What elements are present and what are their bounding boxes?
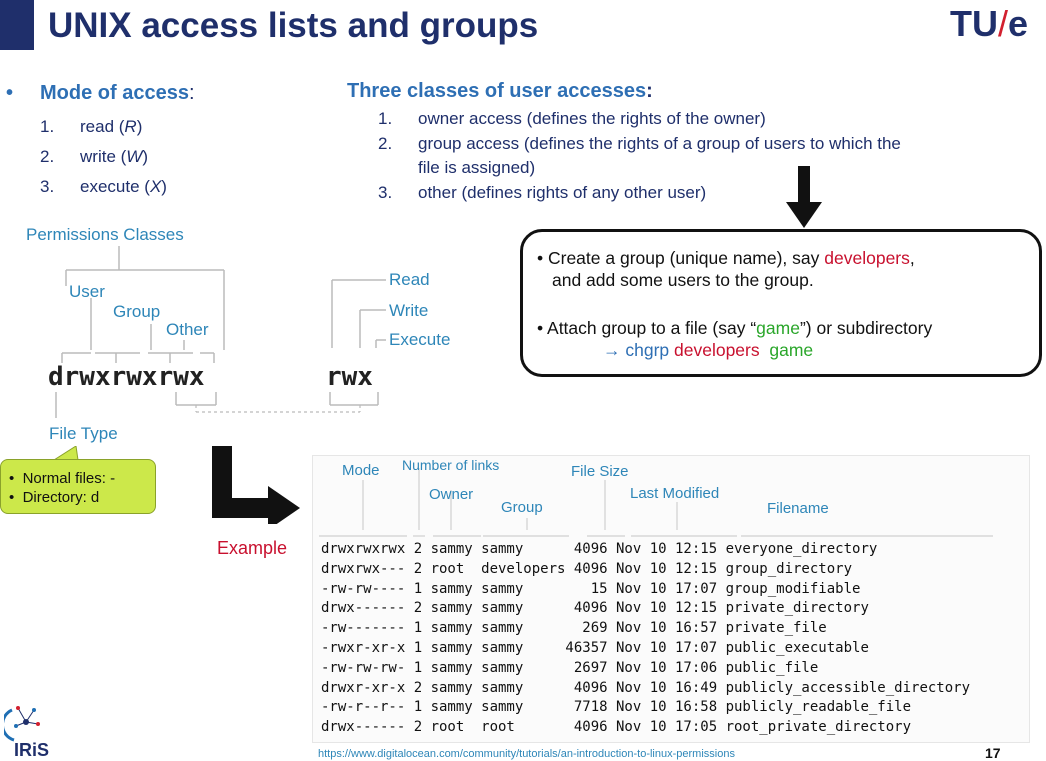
note-item-normal: • Normal files: -: [9, 470, 116, 487]
title-accent-bar: [0, 0, 34, 50]
example-arrow-icon: [212, 446, 300, 524]
down-arrow-icon: [786, 166, 822, 228]
perm-rwx: rwx: [326, 362, 373, 392]
classes-list: 1.owner access (defines the rights of th…: [378, 107, 901, 205]
perm-write-label: Write: [389, 301, 429, 320]
classes-item-other: 3.other (defines rights of any other use…: [378, 182, 707, 202]
col-header-owner: Owner: [429, 486, 474, 503]
mode-bullet: •: [6, 82, 14, 104]
file-type-note: • Normal files: - • Directory: d: [0, 459, 156, 514]
file-type-label: File Type: [49, 424, 118, 443]
permissions-diagram-lines: [55, 246, 386, 418]
iris-logo-icon: [4, 706, 40, 742]
perm-execute-label: Execute: [389, 330, 451, 349]
tue-logo-tu: TU: [950, 3, 998, 44]
classes-item-owner: 1.owner access (defines the rights of th…: [378, 109, 766, 128]
example-header-lines: [319, 468, 993, 537]
mode-heading: • Mode of access:: [6, 82, 195, 105]
classes-heading-text: Three classes of user accesses: [347, 80, 647, 102]
col-header-size: File Size: [571, 463, 629, 480]
tue-logo-e: e: [1008, 3, 1029, 44]
iris-logo-text: IRiS: [14, 740, 50, 760]
mode-item-execute: 3.execute (X): [40, 177, 167, 196]
example-listing-panel: Mode Number of links Owner Group File Si…: [312, 455, 1030, 743]
mode-item-read: 1.read (R): [40, 117, 143, 136]
callout-line-1: • Create a group (unique name), say deve…: [537, 248, 915, 268]
callout-line-3: • Attach group to a file (say “game”) or…: [537, 318, 933, 338]
col-header-modified: Last Modified: [630, 485, 720, 502]
perm-string: drwxrwxrwx: [48, 362, 205, 392]
callout-line-4: → chgrp developers game: [603, 340, 814, 360]
perm-group-label: Group: [113, 302, 161, 321]
classes-heading: Three classes of user accesses:: [347, 80, 653, 103]
permissions-classes-title: Permissions Classes: [26, 225, 184, 244]
mode-heading-text: Mode of access: [40, 82, 189, 104]
perm-read-label: Read: [389, 270, 430, 289]
classes-item-group-cont: file is assigned): [418, 158, 536, 177]
col-header-links: Number of links: [402, 457, 500, 473]
col-header-group: Group: [501, 499, 543, 516]
group-callout-box: • Create a group (unique name), say deve…: [520, 229, 1042, 377]
callout-line-2: and add some users to the group.: [552, 270, 814, 290]
note-item-directory: • Directory: d: [9, 489, 100, 506]
slide-title: UNIX access lists and groups: [48, 6, 539, 45]
example-label: Example: [217, 538, 288, 558]
tue-logo: TU/e: [950, 3, 1028, 45]
page-number: 17: [985, 745, 1001, 761]
perm-user-label: User: [69, 282, 105, 301]
mode-item-write: 2.write (W): [40, 147, 148, 166]
source-url-link[interactable]: https://www.digitalocean.com/community/t…: [318, 748, 735, 760]
classes-item-group: 2.group access (defines the rights of a …: [378, 133, 901, 153]
mode-heading-colon: :: [188, 82, 195, 104]
classes-heading-colon: :: [646, 80, 653, 102]
tue-logo-slash: /: [998, 3, 1009, 44]
perm-other-label: Other: [166, 320, 209, 339]
mode-list: 1.read (R) 2.write (W) 3.execute (X): [40, 114, 167, 199]
col-header-filename: Filename: [767, 500, 829, 517]
col-header-mode: Mode: [342, 462, 380, 479]
ls-output-listing: drwxrwxrwx 2 sammy sammy 4096 Nov 10 12:…: [321, 541, 971, 736]
